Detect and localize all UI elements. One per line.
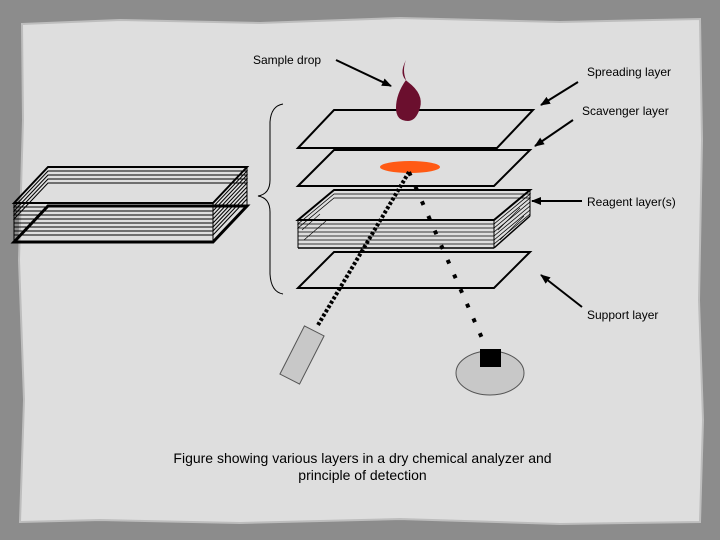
spreading-layer-plate (295, 109, 536, 149)
figure-caption: Figure showing various layers in a dry c… (150, 450, 575, 484)
label-scavenger-layer: Scavenger layer (582, 104, 669, 118)
bracket (257, 103, 284, 295)
reagent-layer-block (295, 189, 533, 249)
label-sample-drop: Sample drop (253, 53, 322, 67)
caption-line-2: principle of detection (298, 467, 427, 483)
stacked-slide-bottom-layer (10, 204, 251, 244)
support-layer-plate (295, 251, 533, 289)
stacked-slide-assembly (10, 166, 251, 244)
sample-drop-arrow (335, 59, 392, 87)
stacked-slide-body (13, 167, 248, 242)
label-reagent-layers: Reagent layer(s) (587, 195, 676, 209)
paper-background (17, 16, 705, 526)
spreading-layer-arrow (540, 81, 579, 106)
scavenger-layer-arrow (534, 119, 574, 147)
light-source (279, 325, 325, 385)
label-spreading-layer: Spreading layer (587, 65, 672, 79)
label-support-layer: Support layer (587, 308, 659, 322)
reaction-spot (380, 161, 440, 173)
scavenger-layer-plate (295, 149, 533, 187)
sample-drop-icon (396, 60, 421, 121)
support-layer-arrow (540, 274, 583, 308)
caption-line-1: Figure showing various layers in a dry c… (173, 450, 552, 466)
detector (480, 349, 501, 367)
